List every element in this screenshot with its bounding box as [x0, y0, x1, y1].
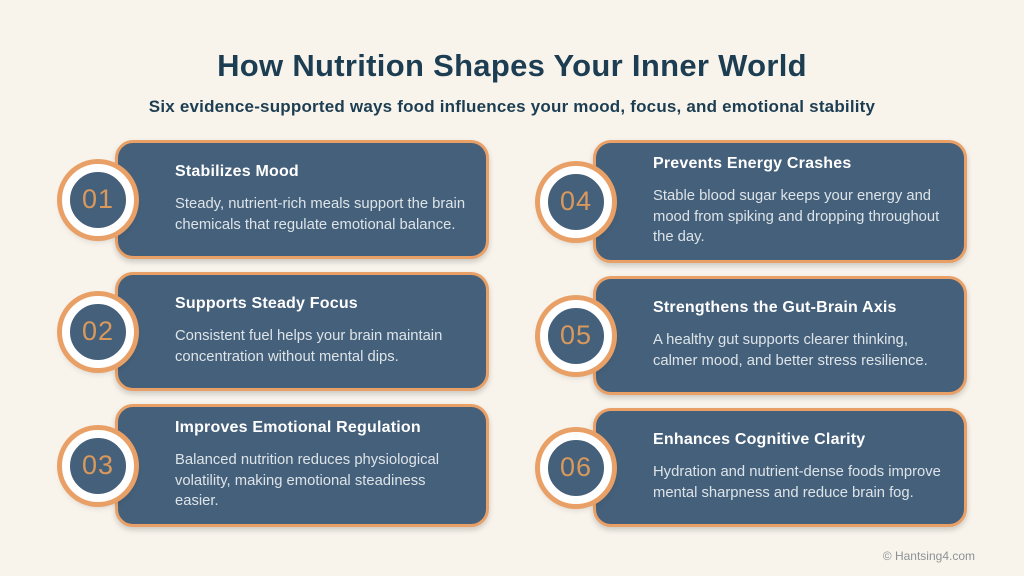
card-body: Improves Emotional Regulation Balanced n…: [115, 404, 489, 528]
card-title: Prevents Energy Crashes: [653, 155, 852, 172]
header: How Nutrition Shapes Your Inner World Si…: [0, 48, 1024, 117]
card-body: Stabilizes Mood Steady, nutrient-rich me…: [115, 140, 489, 259]
info-card: 04 Prevents Energy Crashes Stable blood …: [540, 140, 967, 264]
card-body: Supports Steady Focus Consistent fuel he…: [115, 272, 489, 391]
card-text: A healthy gut supports clearer thinking,…: [653, 332, 928, 370]
info-card: 05 Strengthens the Gut-Brain Axis A heal…: [540, 276, 967, 396]
info-card: 02 Supports Steady Focus Consistent fuel…: [62, 272, 489, 391]
card-title: Improves Emotional Regulation: [175, 419, 421, 436]
page-title: How Nutrition Shapes Your Inner World: [217, 48, 807, 83]
step-number-badge: 02: [62, 295, 134, 368]
card-title: Stabilizes Mood: [175, 163, 299, 181]
card-body: Enhances Cognitive Clarity Hydration and…: [593, 408, 967, 528]
step-number: 05: [559, 320, 593, 351]
card-text: Balanced nutrition reduces physiological…: [175, 452, 440, 510]
info-card: 06 Enhances Cognitive Clarity Hydration …: [540, 408, 967, 528]
step-number-badge: 05: [540, 299, 612, 372]
step-number-badge: 01: [62, 163, 134, 236]
step-number-badge: 04: [540, 165, 612, 238]
card-title: Enhances Cognitive Clarity: [653, 431, 866, 449]
step-number: 02: [81, 316, 115, 346]
card-text: Consistent fuel helps your brain maintai…: [175, 328, 443, 365]
step-number: 03: [81, 450, 115, 481]
info-card: 03 Improves Emotional Regulation Balance…: [62, 404, 489, 528]
card-title: Supports Steady Focus: [175, 295, 358, 313]
card-body: Strengthens the Gut-Brain Axis A healthy…: [593, 276, 967, 396]
step-number-badge: 03: [62, 429, 134, 502]
step-number: 06: [559, 452, 593, 483]
page-subtitle: Six evidence-supported ways food influen…: [148, 97, 876, 116]
card-body: Prevents Energy Crashes Stable blood sug…: [593, 140, 967, 264]
card-text: Hydration and nutrient-dense foods impro…: [653, 464, 941, 502]
step-number: 01: [81, 184, 115, 214]
card-title: Strengthens the Gut-Brain Axis: [653, 299, 897, 317]
cards-column-left: 01 Stabilizes Mood Steady, nutrient-rich…: [62, 140, 489, 528]
step-number-badge: 06: [540, 431, 612, 504]
cards-column-right: 04 Prevents Energy Crashes Stable blood …: [540, 140, 967, 528]
info-card: 01 Stabilizes Mood Steady, nutrient-rich…: [62, 140, 489, 259]
credit-text: © Hantsing4.com: [882, 549, 975, 563]
cards-grid: 01 Stabilizes Mood Steady, nutrient-rich…: [62, 140, 967, 528]
step-number: 04: [559, 186, 593, 217]
card-text: Stable blood sugar keeps your energy and…: [653, 188, 940, 246]
card-text: Steady, nutrient-rich meals support the …: [175, 196, 466, 233]
